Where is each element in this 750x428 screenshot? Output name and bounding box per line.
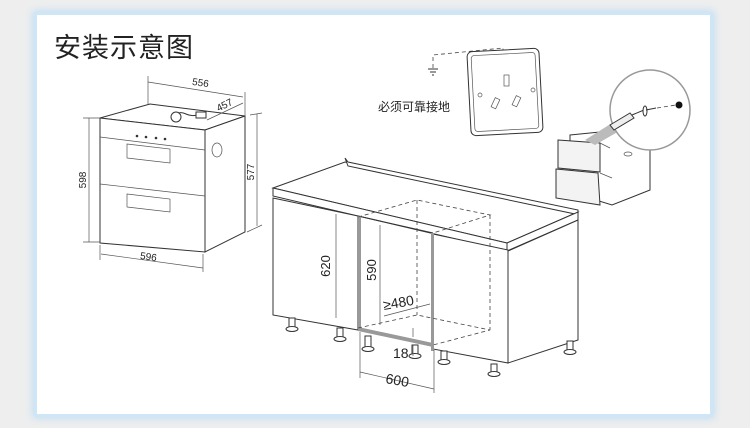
cabinet-legs (285, 317, 577, 377)
screw-icon (642, 105, 657, 117)
kitchen-cabinet (271, 157, 580, 377)
dim-577: 577 (246, 163, 257, 180)
dim-620: 620 (318, 255, 333, 277)
appliance-dimension-lines (83, 76, 263, 272)
disinfection-cabinet (99, 103, 246, 253)
dim-556: 556 (191, 77, 210, 91)
dim-596: 596 (139, 251, 157, 264)
screwdriver-icon (609, 109, 645, 131)
page-title: 安装示意图 (54, 33, 194, 64)
cabinet-dimension-lines (335, 214, 435, 393)
dim-598: 598 (78, 171, 89, 188)
dim-480: ≥480 (382, 292, 416, 313)
power-cable-icon (170, 111, 207, 123)
screw-fixing-detail (555, 69, 691, 206)
grounding-label: 必须可靠接地 (378, 99, 450, 114)
grounded-socket (428, 47, 544, 137)
ground-icon (428, 68, 438, 76)
dim-590: 590 (364, 259, 379, 281)
dim-457: 457 (215, 97, 235, 115)
dim-600: 600 (384, 370, 410, 390)
control-buttons (135, 134, 167, 141)
dim-18: 18 (393, 345, 409, 361)
